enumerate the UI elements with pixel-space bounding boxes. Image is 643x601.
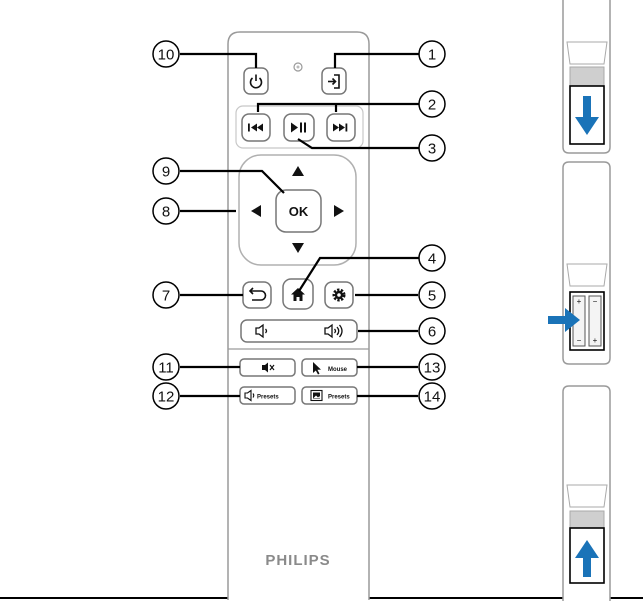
callout-13-number: 13 — [424, 360, 441, 377]
callout-1-number: 1 — [428, 47, 436, 64]
callout-2: 2 — [418, 90, 446, 118]
audio-presets-label: Presets — [257, 395, 279, 401]
ok-button[interactable]: OK — [275, 189, 322, 233]
callout-1: 1 — [418, 40, 446, 68]
callout-6-number: 6 — [428, 324, 436, 341]
home-icon — [291, 288, 305, 301]
callout-3: 3 — [418, 134, 446, 162]
arrow-right-icon — [548, 308, 580, 332]
dpad-down[interactable] — [292, 243, 304, 253]
callout-14-number: 14 — [424, 389, 441, 406]
callout-12: 12 — [152, 382, 180, 410]
ok-label: OK — [289, 204, 309, 219]
callout-2-number: 2 — [428, 97, 436, 114]
previous-icon — [248, 123, 263, 132]
polarity-plus-bottom: + — [593, 336, 598, 345]
dpad-right[interactable] — [334, 205, 344, 217]
picture-icon — [310, 389, 323, 402]
callout-9-number: 9 — [162, 164, 170, 181]
mute-button[interactable] — [239, 358, 296, 377]
leader-2 — [256, 102, 419, 112]
power-button[interactable] — [243, 67, 269, 95]
callout-8: 8 — [152, 197, 180, 225]
leader-1 — [333, 52, 419, 68]
picture-presets-button[interactable]: Presets — [301, 386, 358, 405]
callout-14: 14 — [418, 382, 446, 410]
power-icon — [249, 74, 263, 89]
battery-step-insert-batteries: + − − + — [548, 161, 611, 365]
ir-sensor — [293, 62, 303, 72]
leader-3 — [297, 138, 419, 150]
polarity-plus-top: + — [577, 297, 582, 306]
speaker-icon — [244, 389, 255, 402]
callout-3-number: 3 — [428, 141, 436, 158]
mute-icon — [262, 362, 275, 373]
dpad-up[interactable] — [292, 166, 304, 176]
source-button[interactable] — [321, 67, 347, 95]
callout-4: 4 — [418, 244, 446, 272]
next-icon — [333, 123, 348, 132]
volume-down-icon — [255, 323, 268, 339]
cover-shadow-2 — [569, 510, 605, 529]
callout-11-number: 11 — [158, 360, 174, 377]
next-button[interactable] — [326, 113, 356, 142]
battery-step-close-cover — [562, 385, 611, 601]
callout-4-number: 4 — [428, 251, 436, 268]
polarity-minus-top: − — [593, 297, 598, 306]
settings-button[interactable] — [324, 281, 354, 309]
leader-4 — [298, 256, 419, 292]
callout-8-number: 8 — [162, 204, 170, 221]
source-icon — [328, 74, 340, 89]
play-pause-button[interactable] — [283, 113, 315, 142]
callout-5-number: 5 — [428, 288, 436, 305]
callout-7: 7 — [152, 281, 180, 309]
picture-presets-label: Presets — [328, 395, 350, 401]
callout-12-number: 12 — [158, 389, 175, 406]
home-button[interactable] — [282, 278, 314, 310]
callout-7-number: 7 — [162, 288, 170, 305]
cursor-icon — [313, 362, 321, 375]
arrow-up-icon — [575, 540, 599, 577]
back-button[interactable] — [242, 281, 272, 309]
mouse-label: Mouse — [328, 367, 348, 373]
play-pause-icon — [291, 122, 306, 133]
back-icon — [248, 287, 267, 301]
callout-5: 5 — [418, 281, 446, 309]
dpad-left[interactable] — [251, 205, 261, 217]
cover-shadow — [569, 66, 605, 87]
mouse-button[interactable]: Mouse — [301, 358, 358, 377]
callout-13: 13 — [418, 353, 446, 381]
leader-9 — [180, 169, 285, 194]
volume-rocker[interactable] — [240, 319, 358, 343]
callout-10: 10 — [152, 40, 180, 68]
callout-6: 6 — [418, 317, 446, 345]
dpad: OK — [238, 154, 357, 266]
callout-lines — [180, 52, 419, 398]
arrow-down-icon — [575, 96, 599, 135]
battery-step-open-cover — [562, 0, 611, 154]
volume-up-icon — [324, 323, 343, 339]
gear-icon — [332, 288, 346, 302]
callout-9: 9 — [152, 157, 180, 185]
battery-cell-right — [588, 295, 602, 347]
callout-10-number: 10 — [158, 47, 175, 64]
previous-button[interactable] — [241, 113, 271, 142]
audio-presets-button[interactable]: Presets — [239, 386, 296, 405]
brand-logo: PHILIPS — [265, 552, 330, 569]
polarity-minus-bottom: − — [577, 336, 582, 345]
callout-11: 11 — [152, 353, 180, 381]
leader-10 — [180, 52, 258, 68]
